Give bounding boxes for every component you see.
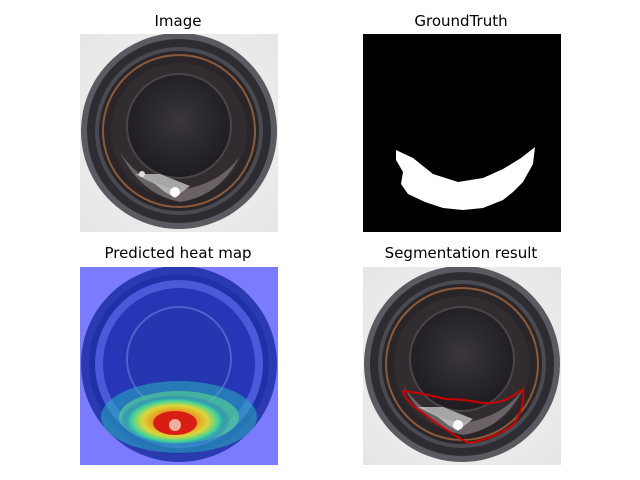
panel-title-heatmap: Predicted heat map (104, 244, 252, 262)
panel-title-groundtruth: GroundTruth (414, 12, 508, 30)
panel-title-image: Image (154, 12, 202, 30)
heatmap-image (80, 267, 278, 465)
bottle-image (80, 34, 278, 232)
groundtruth-mask (363, 34, 561, 232)
groundtruth-panel (363, 34, 561, 232)
segmentation-image (363, 267, 561, 465)
image-panel (80, 34, 278, 232)
defect-mask-region (396, 147, 535, 210)
segmentation-panel (363, 267, 561, 465)
segmentation-outline (401, 387, 525, 445)
heatmap-panel (80, 267, 278, 465)
panel-title-segmentation: Segmentation result (384, 244, 538, 262)
